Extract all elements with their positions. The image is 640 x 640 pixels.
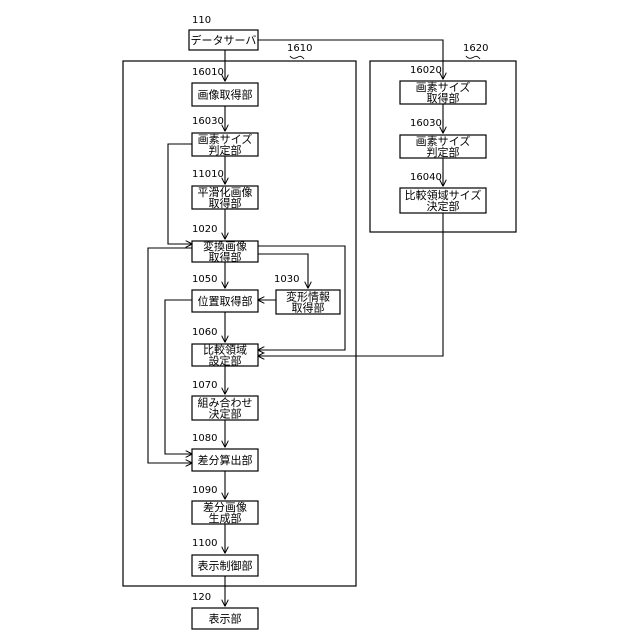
arrow-1020-to-1080 (148, 248, 192, 463)
box-ref-label: 110 (192, 15, 211, 26)
box-ref-label: 16010 (192, 67, 224, 78)
box-label-line: 取得部 (427, 91, 460, 105)
container-1620-ref: 1620 (463, 43, 488, 54)
box-ref-label: 120 (192, 592, 211, 603)
arrow-1050-to-1080 (165, 300, 192, 454)
box-label-line: 判定部 (209, 143, 242, 157)
box-label-line: 表示部 (209, 612, 242, 626)
box-ref-label: 1020 (192, 224, 217, 235)
box-label-line: 表示制御部 (198, 559, 253, 573)
box-label-line: 取得部 (209, 250, 242, 264)
box-ref-label: 1080 (192, 433, 217, 444)
box-ref-label: 16030' (410, 118, 445, 129)
bypass-16030-to-1020 (168, 144, 192, 244)
box-ref-label: 16030 (192, 116, 224, 127)
box-ref-label: 16040 (410, 172, 442, 183)
box-label-line: 設定部 (209, 354, 242, 368)
container-1610-leader (290, 56, 304, 59)
box-ref-label: 1100 (192, 538, 217, 549)
box-ref-label: 11010 (192, 169, 224, 180)
box-ref-label: 1060 (192, 327, 217, 338)
box-label-line: 取得部 (292, 301, 325, 315)
box-ref-label: 1090 (192, 485, 217, 496)
box-label-line: 画像取得部 (198, 88, 253, 102)
box-ref-label: 1070 (192, 380, 217, 391)
box-label-line: 決定部 (427, 199, 460, 213)
box-label-line: 決定部 (209, 407, 242, 421)
box-ref-label: 1030 (274, 274, 299, 285)
box-label-line: 判定部 (427, 145, 460, 159)
box-label-line: データサーバ (191, 33, 257, 47)
box-ref-label: 1050 (192, 274, 217, 285)
box-ref-label: 16020 (410, 65, 442, 76)
box-label-line: 生成部 (209, 511, 242, 525)
box-1030: 変形情報取得部1030 (274, 274, 340, 315)
box-110: データサーバ 110 (189, 15, 258, 50)
diagram-boxes: データサーバ110画像取得部16010画素サイズ判定部16030平滑化画像取得部… (189, 15, 486, 629)
container-1610-ref: 1610 (287, 43, 312, 54)
box-label-line: 差分算出部 (198, 453, 253, 467)
box-label-line: 位置取得部 (198, 294, 253, 308)
box-16030p: 画素サイズ判定部16030' (400, 118, 486, 159)
container-1620-leader (466, 56, 480, 59)
box-label-line: 取得部 (209, 196, 242, 210)
